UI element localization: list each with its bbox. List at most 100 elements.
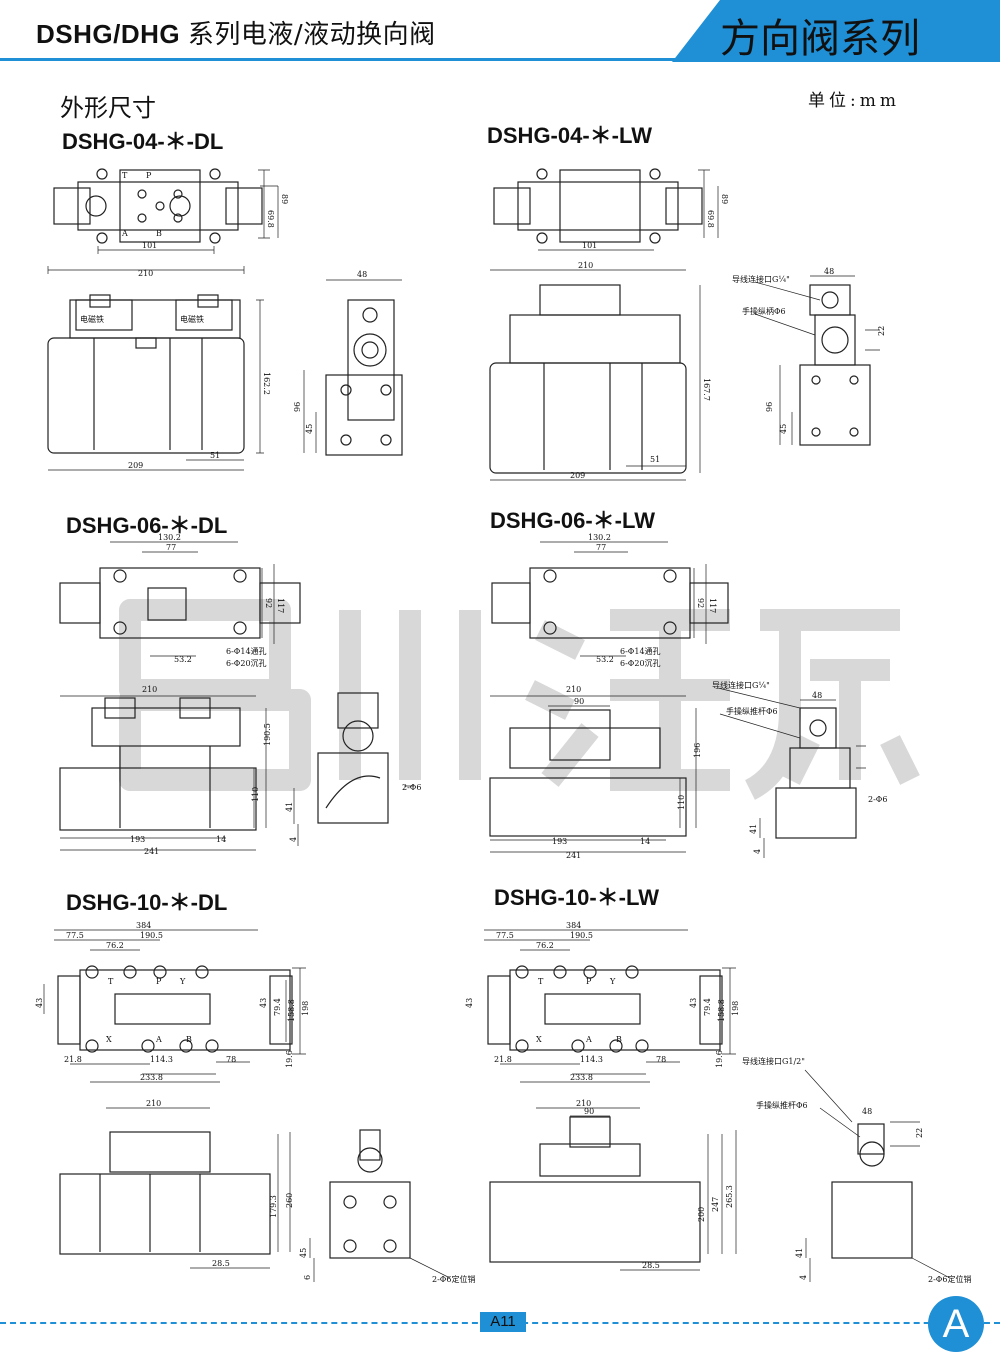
svg-text:T: T (108, 977, 114, 986)
svg-text:手操纵推杆Φ6: 手操纵推杆Φ6 (756, 1100, 808, 1110)
svg-text:2-Φ6: 2-Φ6 (868, 795, 887, 804)
svg-text:77.5: 77.5 (496, 931, 514, 940)
svg-text:193: 193 (130, 835, 145, 844)
svg-text:B: B (156, 229, 162, 238)
svg-text:43: 43 (465, 998, 474, 1008)
svg-text:78: 78 (656, 1055, 666, 1064)
svg-text:A: A (585, 1035, 592, 1044)
svg-text:110: 110 (677, 795, 686, 810)
svg-text:233.8: 233.8 (570, 1073, 593, 1082)
svg-text:14: 14 (216, 835, 226, 844)
svg-text:384: 384 (136, 921, 151, 930)
svg-text:22: 22 (915, 1128, 924, 1138)
model-title-04-dl: DSHG-04-＊-DL (62, 129, 224, 154)
svg-text:76.2: 76.2 (536, 941, 554, 950)
svg-text:158.8: 158.8 (287, 999, 296, 1022)
svg-text:265.3: 265.3 (725, 1185, 734, 1208)
svg-text:162.2: 162.2 (262, 372, 271, 395)
svg-text:T: T (122, 171, 128, 180)
svg-text:179.3: 179.3 (269, 1195, 278, 1218)
svg-text:114.3: 114.3 (580, 1055, 603, 1064)
svg-text:P: P (586, 977, 592, 986)
svg-text:43: 43 (689, 998, 698, 1008)
drawing-04-lw: 101 69.8 89 210 167.7 209 51 48 96 45 22… (489, 168, 886, 481)
svg-text:92: 92 (264, 598, 273, 608)
section-badge: A (928, 1296, 984, 1352)
svg-text:6-Φ14通孔: 6-Φ14通孔 (620, 646, 661, 656)
svg-text:241: 241 (566, 851, 581, 860)
svg-text:Y: Y (609, 977, 616, 986)
svg-text:101: 101 (582, 241, 597, 250)
svg-text:241: 241 (144, 847, 159, 856)
svg-text:电磁铁: 电磁铁 (180, 314, 204, 324)
svg-text:210: 210 (576, 1099, 591, 1108)
svg-text:21.8: 21.8 (494, 1055, 512, 1064)
svg-text:76.2: 76.2 (106, 941, 124, 950)
svg-text:209: 209 (570, 471, 585, 480)
svg-text:Y: Y (179, 977, 186, 986)
svg-text:48: 48 (824, 267, 834, 276)
drawing-10-lw: 384 77.5 190.5 76.2 43 43 79.4 158.8 198… (465, 921, 971, 1284)
svg-text:210: 210 (146, 1099, 161, 1108)
svg-text:210: 210 (566, 685, 581, 694)
svg-text:69.8: 69.8 (266, 210, 275, 228)
svg-text:117: 117 (276, 598, 285, 613)
svg-text:167.7: 167.7 (702, 378, 711, 401)
svg-text:28.5: 28.5 (642, 1261, 660, 1270)
svg-text:导线连接口G¼": 导线连接口G¼" (712, 680, 770, 690)
svg-text:90: 90 (574, 697, 584, 706)
unit-label: 单位:mm (808, 91, 900, 111)
svg-text:384: 384 (566, 921, 581, 930)
svg-text:117: 117 (708, 598, 717, 613)
svg-text:2-Φ6定位销: 2-Φ6定位销 (432, 1274, 475, 1284)
svg-text:4: 4 (799, 1275, 808, 1280)
svg-text:210: 210 (138, 269, 153, 278)
page-header: DSHG/DHG 系列电液/液动换向阀 方向阀系列 (0, 0, 1000, 62)
header-rule (0, 58, 760, 61)
section-title: 外形尺寸 (60, 94, 156, 122)
category-title: 方向阀系列 (720, 16, 920, 62)
svg-text:28.5: 28.5 (212, 1259, 230, 1268)
svg-text:51: 51 (650, 455, 660, 464)
svg-text:B: B (186, 1035, 192, 1044)
svg-text:210: 210 (578, 261, 593, 270)
svg-text:14: 14 (640, 837, 650, 846)
svg-text:190.5: 190.5 (140, 931, 163, 940)
svg-text:89: 89 (720, 194, 729, 204)
svg-text:110: 110 (251, 787, 260, 802)
svg-text:电磁铁: 电磁铁 (80, 314, 104, 324)
svg-text:41: 41 (749, 824, 758, 834)
svg-text:158.8: 158.8 (717, 999, 726, 1022)
model-title-04-lw: DSHG-04-＊-LW (487, 123, 653, 148)
drawing-06-lw: 130.2 77 92 117 53.2 6-Φ14通孔 6-Φ20沉孔 210… (489, 533, 887, 860)
svg-text:78: 78 (226, 1055, 236, 1064)
svg-text:114.3: 114.3 (150, 1055, 173, 1064)
svg-text:P: P (146, 171, 152, 180)
svg-text:6: 6 (303, 1275, 312, 1280)
svg-text:196: 196 (693, 743, 702, 758)
svg-text:45: 45 (779, 424, 788, 434)
svg-text:200: 200 (697, 1207, 706, 1222)
svg-text:48: 48 (812, 691, 822, 700)
svg-text:45: 45 (305, 424, 314, 434)
svg-text:77.5: 77.5 (66, 931, 84, 940)
svg-text:41: 41 (285, 802, 294, 812)
svg-text:209: 209 (128, 461, 143, 470)
model-title-06-lw: DSHG-06-＊-LW (490, 508, 656, 533)
svg-text:130.2: 130.2 (588, 533, 611, 542)
svg-text:2-Φ6: 2-Φ6 (402, 783, 421, 792)
drawing-06-dl: 130.2 77 92 117 53.2 6-Φ14通孔 6-Φ20沉孔 210… (59, 533, 421, 856)
svg-text:79.4: 79.4 (703, 998, 712, 1016)
svg-text:导线连接口G1/2": 导线连接口G1/2" (742, 1056, 805, 1066)
svg-text:X: X (536, 1035, 542, 1044)
svg-text:198: 198 (301, 1001, 310, 1016)
svg-text:导线连接口G¼": 导线连接口G¼" (732, 274, 790, 284)
svg-text:96: 96 (293, 402, 302, 412)
svg-text:190.5: 190.5 (263, 723, 272, 746)
svg-text:4: 4 (753, 849, 762, 854)
svg-text:51: 51 (210, 451, 220, 460)
svg-text:92: 92 (696, 598, 705, 608)
svg-text:260: 260 (285, 1193, 294, 1208)
svg-text:48: 48 (862, 1107, 872, 1116)
svg-text:45: 45 (299, 1248, 308, 1258)
